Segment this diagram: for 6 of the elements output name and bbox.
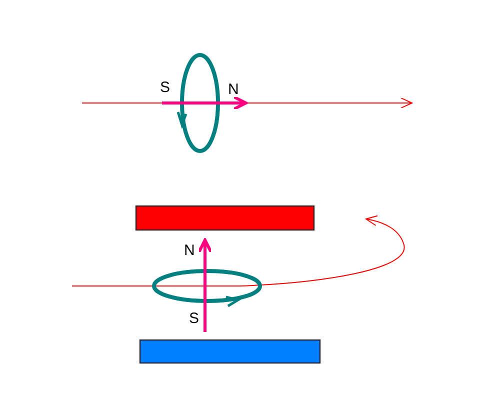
- magnet-bar: [140, 340, 320, 364]
- pole-label: N: [184, 243, 195, 258]
- pole-label: N: [228, 82, 239, 97]
- pole-label: S: [189, 311, 200, 326]
- magnet-bar: [136, 206, 314, 230]
- pole-label: S: [160, 80, 170, 95]
